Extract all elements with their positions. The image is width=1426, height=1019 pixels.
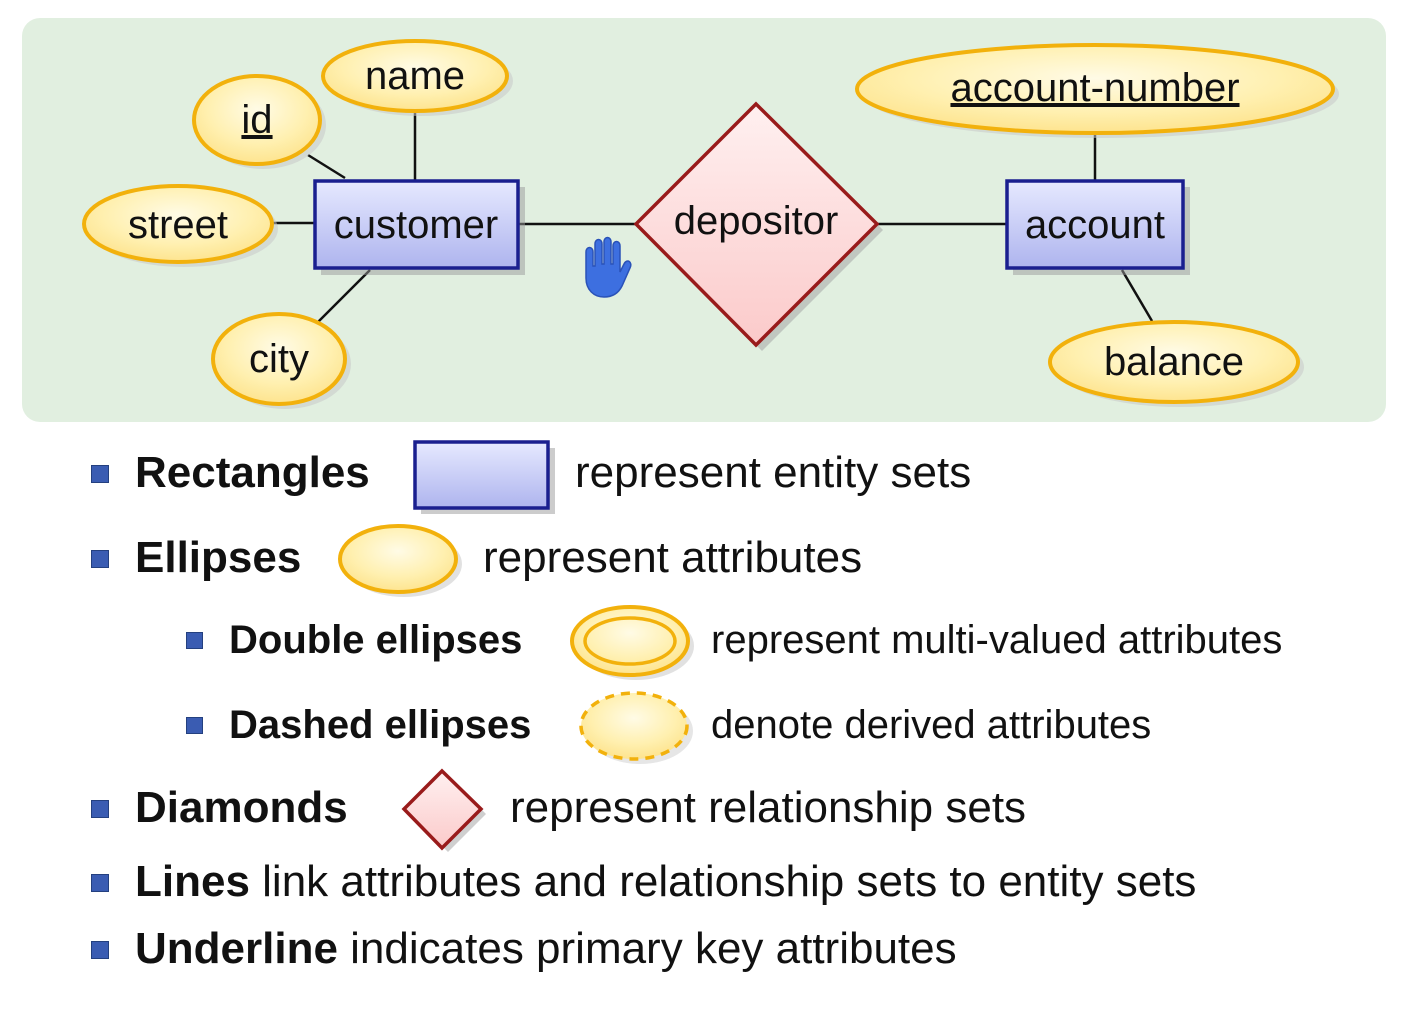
- attribute-balance-label: balance: [1104, 340, 1244, 384]
- attribute-balance: balance: [1048, 320, 1304, 407]
- legend-term: Rectangles: [135, 448, 370, 497]
- legend-rectangle-symbol: [413, 440, 555, 514]
- legend-term: Dashed ellipses: [229, 703, 532, 747]
- entity-account-label: account: [1025, 203, 1165, 247]
- legend-row-diamonds: Diamonds represent relationship sets: [0, 780, 1426, 836]
- legend-dashed-ellipse-symbol: [579, 691, 693, 764]
- line-city-customer: [317, 269, 371, 323]
- line-id-customer: [307, 153, 346, 180]
- line-balance-account: [1120, 269, 1154, 322]
- legend-description: represent relationship sets: [510, 783, 1027, 832]
- legend-description: represent entity sets: [575, 448, 972, 497]
- entity-account: account: [1005, 179, 1190, 275]
- legend-double-ellipse-symbol: [570, 605, 694, 680]
- relationship-depositor: depositor: [633, 101, 883, 351]
- legend-row-ellipses: Ellipses represent attributes: [0, 530, 1426, 586]
- relationship-depositor-label: depositor: [674, 199, 839, 243]
- attribute-id-label: id: [241, 98, 272, 142]
- bullet-square-icon: [186, 632, 203, 649]
- legend-sentence: Underline indicates primary key attribut…: [135, 921, 957, 977]
- legend-term: Underline: [135, 924, 338, 973]
- legend-sentence: Lines link attributes and relationship s…: [135, 854, 1196, 910]
- attribute-account-number: account-number: [855, 43, 1339, 138]
- legend-description: denote derived attributes: [711, 703, 1152, 747]
- attribute-city: city: [211, 312, 351, 409]
- legend-description: represent attributes: [483, 533, 863, 582]
- legend-description: link attributes and relationship sets to…: [262, 857, 1197, 906]
- bullet-square-icon: [91, 800, 109, 818]
- bullet-square-icon: [186, 717, 203, 734]
- legend-diamond-symbol: [401, 768, 486, 852]
- legend-ellipse-symbol: [338, 524, 462, 597]
- hand-cursor-icon: [585, 236, 632, 298]
- attribute-id: id: [192, 74, 326, 169]
- bullet-square-icon: [91, 550, 109, 568]
- legend-term: Double ellipses: [229, 618, 523, 662]
- attribute-street: street: [82, 184, 278, 267]
- legend-description: represent multi-valued attributes: [711, 618, 1283, 662]
- legend-term: Ellipses: [135, 533, 302, 582]
- bullet-square-icon: [91, 874, 109, 892]
- attribute-street-label: street: [128, 203, 228, 247]
- entity-customer: customer: [313, 179, 525, 275]
- legend-term: Lines: [135, 857, 250, 906]
- attribute-city-label: city: [249, 337, 309, 381]
- attribute-name-label: name: [365, 54, 465, 98]
- legend-description: indicates primary key attributes: [350, 924, 957, 973]
- attribute-account-number-label: account-number: [950, 66, 1239, 110]
- bullet-square-icon: [91, 465, 109, 483]
- legend-term: Diamonds: [135, 783, 348, 832]
- legend-row-lines: Lines link attributes and relationship s…: [0, 854, 1426, 910]
- legend-row-double-ellipses: Double ellipses represent multi-valued a…: [0, 612, 1426, 668]
- legend-row-rectangles: Rectangles represent entity sets: [0, 445, 1426, 501]
- entity-customer-label: customer: [334, 203, 499, 247]
- attribute-name: name: [321, 39, 513, 116]
- connector-lines: [273, 108, 1154, 323]
- legend-row-underline: Underline indicates primary key attribut…: [0, 921, 1426, 977]
- bullet-square-icon: [91, 941, 109, 959]
- legend-row-dashed-ellipses: Dashed ellipses denote derived attribute…: [0, 697, 1426, 753]
